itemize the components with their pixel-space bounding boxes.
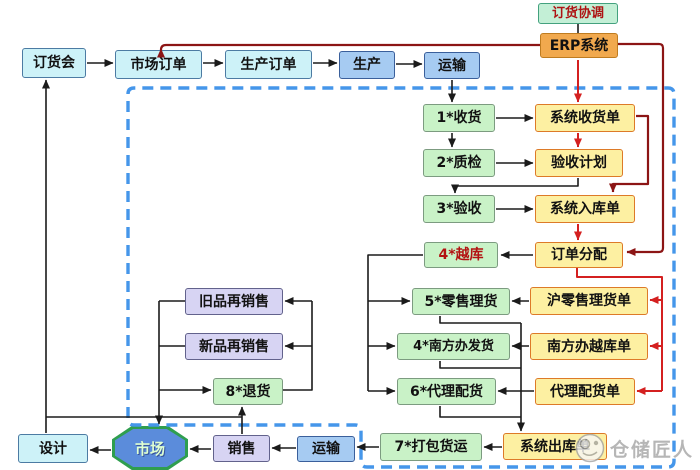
node-production-order: 生产订单 bbox=[225, 50, 312, 79]
node-acceptance-plan: 验收计划 bbox=[535, 149, 623, 177]
warehouse-boundary-dashed bbox=[126, 86, 676, 469]
node-system-receipt-doc: 系统收货单 bbox=[535, 104, 635, 132]
node-south-office-crossdock-doc: 南方办越库单 bbox=[530, 333, 648, 360]
node-5-retail-picking: 5*零售理货 bbox=[412, 288, 510, 315]
node-system-inbound-doc: 系统入库单 bbox=[535, 195, 635, 223]
node-system-outbound-doc: 系统出库单 bbox=[503, 433, 607, 460]
node-shanghai-retail-picking-doc: 沪零售理货单 bbox=[530, 287, 648, 315]
black-flow-arrows bbox=[42, 24, 579, 454]
node-4-cross-dock: 4*越库 bbox=[424, 242, 498, 268]
node-2-quality-check: 2*质检 bbox=[423, 149, 495, 177]
node-new-product-resale: 新品再销售 bbox=[185, 333, 283, 360]
node-market: 市场 bbox=[112, 426, 188, 470]
node-agent-distribution-doc: 代理配货单 bbox=[535, 378, 635, 405]
node-order-allocation: 订单分配 bbox=[535, 242, 623, 268]
node-3-acceptance: 3*验收 bbox=[423, 195, 495, 223]
node-sales: 销售 bbox=[213, 435, 270, 462]
node-old-product-resale: 旧品再销售 bbox=[185, 288, 283, 315]
node-order-meeting: 订货会 bbox=[22, 48, 86, 78]
node-transport-outbound: 运输 bbox=[297, 436, 355, 462]
node-design: 设计 bbox=[18, 434, 88, 463]
node-6-agent-distribution: 6*代理配货 bbox=[397, 378, 496, 405]
watermark-text: 仓储匠人 bbox=[609, 438, 694, 461]
node-8-returns: 8*退货 bbox=[213, 378, 283, 405]
node-production: 生产 bbox=[339, 51, 395, 79]
market-label: 市场 bbox=[134, 439, 165, 458]
node-1-receiving: 1*收货 bbox=[423, 104, 495, 132]
node-order-coordination: 订货协调 bbox=[538, 3, 618, 24]
node-erp-system: ERP系统 bbox=[540, 33, 618, 58]
node-market-order: 市场订单 bbox=[115, 50, 202, 79]
node-4-south-office-shipping: 4*南方办发货 bbox=[397, 333, 510, 360]
node-7-packing-shipping: 7*打包货运 bbox=[380, 433, 482, 461]
node-transport-inbound: 运输 bbox=[424, 52, 480, 79]
